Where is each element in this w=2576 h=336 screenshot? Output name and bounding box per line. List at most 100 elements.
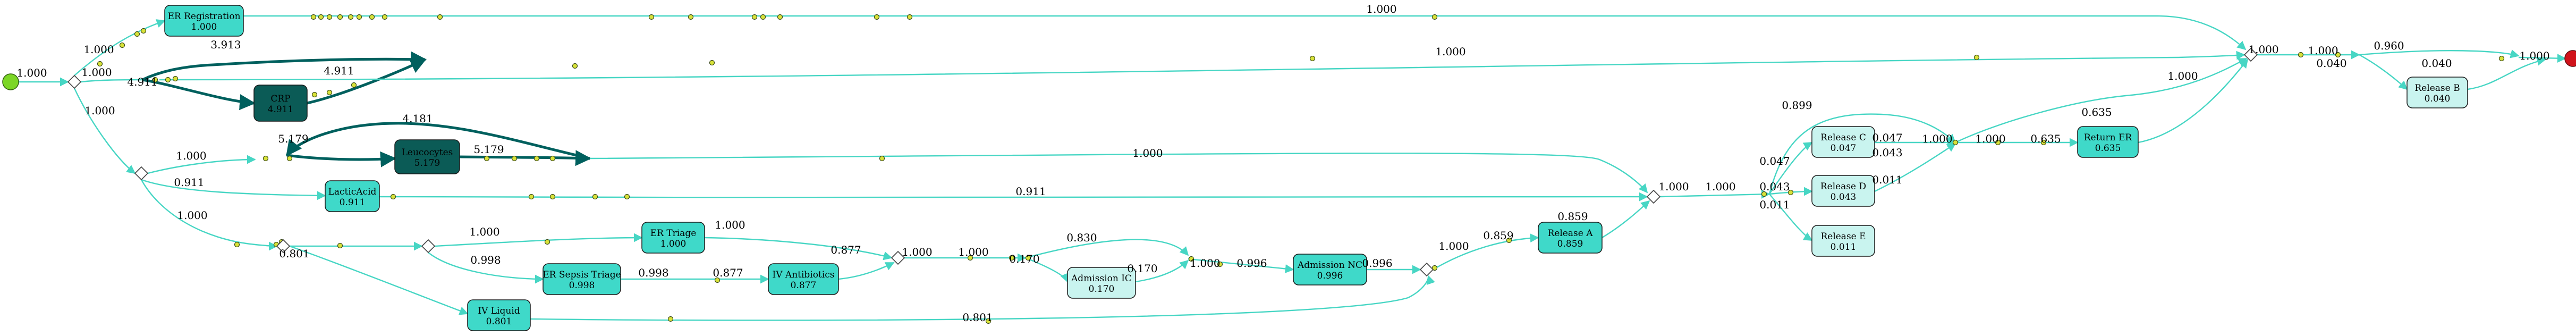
- activity-frequency: 0.011: [1831, 242, 1857, 253]
- token-dot: [2498, 55, 2505, 62]
- activity-box: [2406, 77, 2468, 108]
- token-dot: [382, 14, 388, 20]
- edge-frequency-label: 1.000: [2519, 49, 2549, 62]
- edge-frequency-label: 1.000: [81, 66, 112, 79]
- edge-frequency-label: 0.998: [470, 254, 501, 266]
- edge-frequency-label: 1.000: [1190, 257, 1220, 270]
- activity-admission-nc[interactable]: Admission NC0.996: [1293, 254, 1367, 285]
- activity-admission-ic[interactable]: Admission IC0.170: [1067, 267, 1136, 299]
- activity-frequency: 0.801: [486, 316, 512, 327]
- end-event: [2564, 50, 2576, 67]
- edge-frequency-label: 0.960: [2374, 39, 2404, 52]
- activity-return-er[interactable]: Return ER0.635: [2077, 126, 2139, 158]
- activity-release-e[interactable]: Release E0.011: [1811, 225, 1875, 257]
- edge-frequency-label: 1.000: [1975, 132, 2005, 145]
- activity-box: [1811, 126, 1875, 158]
- edge-frequency-label: 1.000: [84, 104, 115, 117]
- token-dot: [967, 255, 973, 261]
- edge-frequency-label: 0.859: [1483, 229, 1513, 242]
- flow-edge: [1955, 57, 2248, 144]
- token-dot: [369, 14, 375, 20]
- edge-frequency-label: 4.181: [402, 112, 433, 125]
- edge-frequency-label: 1.000: [1658, 180, 1689, 193]
- activity-box: [2077, 126, 2139, 158]
- activity-frequency: 0.877: [791, 280, 817, 291]
- flow-edge: [2518, 54, 2566, 63]
- token-dot: [1431, 14, 1438, 20]
- edge-frequency-label: 0.830: [1066, 231, 1097, 244]
- token-dot: [165, 77, 171, 83]
- activity-frequency: 0.047: [1831, 143, 1857, 154]
- token-dot: [648, 14, 655, 20]
- flow-edge: [1433, 233, 1539, 271]
- token-dot: [714, 277, 721, 283]
- token-dot: [119, 42, 125, 48]
- token-dot: [667, 316, 674, 322]
- activity-name: Release B: [2414, 83, 2460, 94]
- activity-frequency: 0.170: [1089, 284, 1115, 295]
- nodes-layer: ER Registration1.000CRP4.911Leucocytes5.…: [2, 5, 2576, 331]
- activity-box: [1811, 175, 1875, 207]
- activity-name: Leucocytes: [402, 147, 453, 158]
- edge-frequency-label: 0.801: [962, 311, 993, 324]
- edge-frequency-label: 1.000: [177, 209, 207, 222]
- activity-release-d[interactable]: Release D0.043: [1811, 175, 1875, 207]
- flow-edge: [434, 233, 643, 247]
- flow-edge: [140, 179, 278, 251]
- flow-edge: [838, 262, 895, 280]
- token-dot: [2335, 52, 2341, 58]
- flow-edge: [1659, 189, 1770, 199]
- flow-edge: [159, 51, 2245, 81]
- flow-edge: [142, 78, 256, 111]
- flow-edge: [141, 179, 326, 200]
- gateway-diamond: [421, 239, 436, 254]
- activity-release-c[interactable]: Release C0.047: [1811, 126, 1875, 158]
- token-dot: [760, 14, 766, 20]
- activity-name: Release D: [1820, 181, 1866, 192]
- flow-edge: [286, 151, 396, 167]
- token-dot: [1431, 265, 1438, 271]
- token-dot: [484, 155, 490, 162]
- token-dot: [1973, 54, 1980, 61]
- edge-frequency-label: 0.043: [1872, 146, 1902, 159]
- activity-release-b[interactable]: Release B0.040: [2406, 77, 2468, 108]
- edge-frequency-label: 0.040: [2421, 57, 2452, 70]
- activity-name: LacticAcid: [328, 187, 377, 197]
- activity-box: [164, 5, 244, 37]
- edge-frequency-label: 1.000: [715, 219, 745, 231]
- edge-frequency-label: 0.801: [279, 247, 309, 260]
- flow-edge: [379, 192, 1648, 201]
- flow-edge: [289, 245, 469, 315]
- edge-frequency-label: 0.040: [2316, 57, 2346, 70]
- flow-edge: [285, 122, 590, 160]
- activity-release-a[interactable]: Release A0.859: [1538, 222, 1603, 254]
- token-dot: [709, 60, 715, 66]
- flow-edge: [459, 150, 591, 166]
- activity-frequency: 4.911: [268, 104, 294, 115]
- token-dot: [286, 155, 293, 162]
- flow-edge: [530, 275, 1435, 321]
- activity-frequency: 0.040: [2425, 94, 2451, 104]
- activity-name: Release E: [1820, 231, 1866, 242]
- activity-name: Admission IC: [1071, 273, 1132, 284]
- token-dot: [906, 14, 913, 20]
- activity-name: Release A: [1548, 228, 1594, 239]
- flow-edge: [141, 51, 427, 81]
- edge-frequency-label: 1.000: [1366, 3, 1396, 15]
- token-dot: [1506, 237, 1512, 243]
- token-dot: [390, 194, 396, 200]
- activity-frequency: 0.043: [1831, 192, 1857, 203]
- flow-edge: [73, 88, 136, 174]
- flow-edge: [1025, 239, 1189, 259]
- edge-frequency-label: 1.000: [2248, 43, 2278, 56]
- edge-frequency-label: 1.000: [2308, 44, 2338, 57]
- flow-edge: [307, 58, 427, 105]
